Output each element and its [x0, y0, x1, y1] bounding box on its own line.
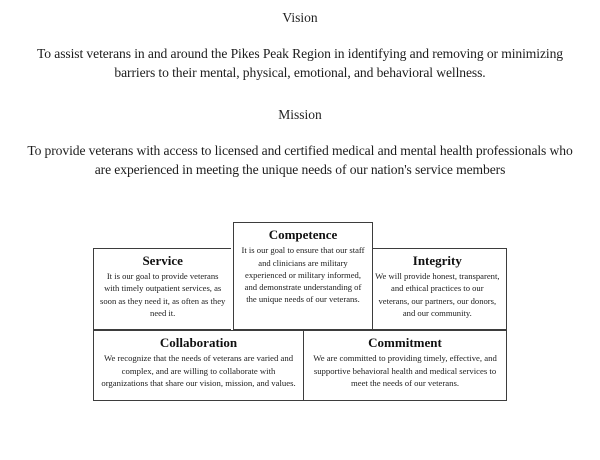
value-card-title: Commitment: [368, 335, 442, 350]
value-card-text: We will provide honest, transparent, and…: [375, 271, 500, 318]
value-card-title: Integrity: [412, 253, 462, 268]
value-card-text: We recognize that the needs of veterans …: [101, 353, 296, 389]
vision-statement: To assist veterans in and around the Pik…: [37, 46, 563, 81]
core-values-diagram: Service It is our goal to provide vetera…: [93, 222, 507, 407]
value-card-title: Service: [142, 253, 183, 268]
document-body: Vision To assist veterans in and around …: [0, 10, 600, 401]
value-card-collaboration: Collaboration We recognize that the need…: [93, 330, 303, 401]
core-values-top-row: Service It is our goal to provide vetera…: [93, 248, 507, 330]
value-card-service: Service It is our goal to provide vetera…: [93, 248, 232, 330]
value-card-text: It is our goal to provide veterans with …: [100, 271, 226, 318]
vision-heading: Vision: [282, 10, 318, 25]
value-card-integrity: Integrity We will provide honest, transp…: [368, 248, 507, 330]
value-card-title: Collaboration: [159, 335, 238, 350]
value-card-title: Competence: [268, 227, 338, 242]
core-values-bottom-row: Collaboration We recognize that the need…: [93, 330, 507, 401]
value-card-commitment: Commitment We are committed to providing…: [303, 330, 507, 401]
value-card-text: We are committed to providing timely, ef…: [313, 353, 497, 389]
value-card-text: It is our goal to ensure that our staff …: [241, 245, 365, 305]
value-card-competence: Competence It is our goal to ensure that…: [233, 222, 373, 330]
mission-heading: Mission: [278, 106, 322, 122]
mission-statement: To provide veterans with access to licen…: [27, 142, 573, 178]
